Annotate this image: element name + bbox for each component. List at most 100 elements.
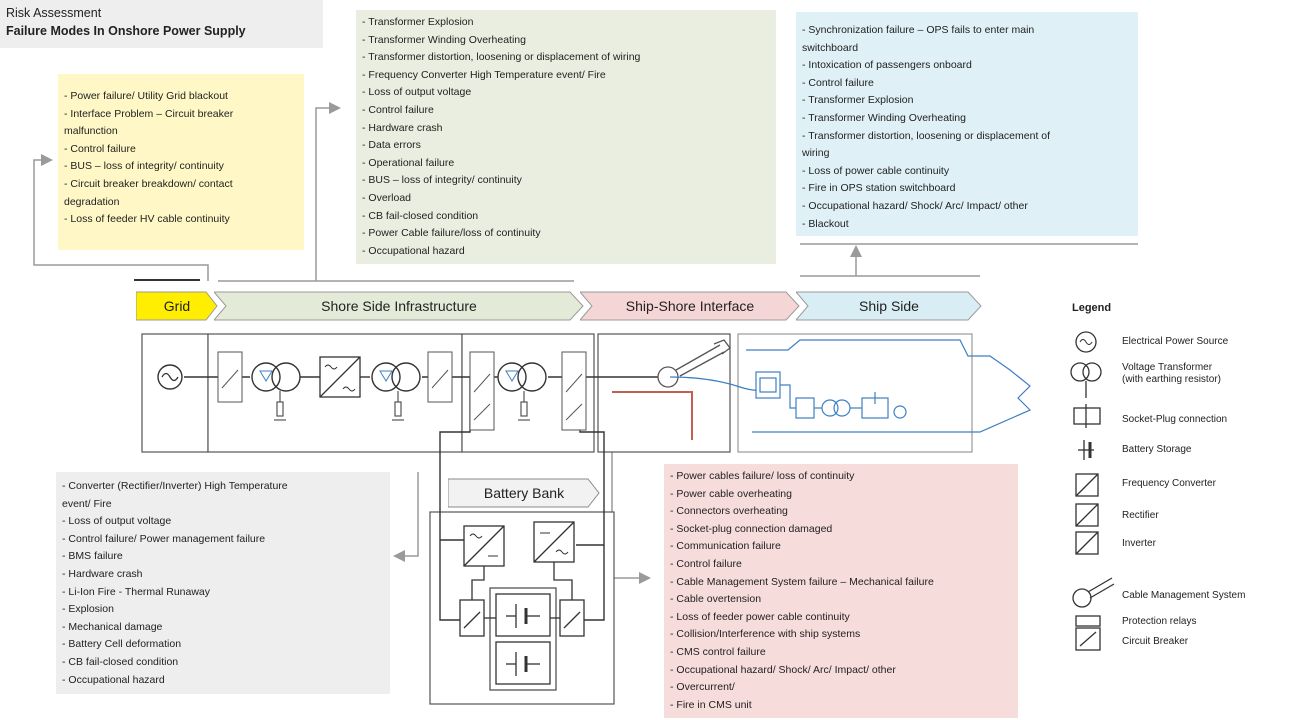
failure-item: - Circuit breaker breakdown/ contact (64, 177, 233, 190)
failure-item: - Loss of power cable continuity (802, 164, 950, 177)
failure-item: - Explosion (62, 603, 114, 616)
failure-item: switchboard (802, 41, 859, 54)
failure-item: - Transformer Winding Overheating (362, 33, 526, 46)
stage-battery: Battery Bank (448, 478, 600, 508)
circuit-breaker-icon (561, 351, 587, 431)
ship-failures-box: - Synchronization failure – OPS fails to… (796, 12, 1138, 236)
circuit-breaker-icon (427, 351, 453, 403)
failure-item: - CB fail-closed condition (362, 209, 479, 222)
frequency-converter-icon (319, 356, 361, 398)
failure-item: - Battery Cell deformation (62, 638, 182, 651)
failure-item: - Collision/Interference with ship syste… (670, 628, 861, 641)
failure-item: - Data errors (362, 139, 421, 152)
failure-item: - CB fail-closed condition (62, 655, 179, 668)
failure-item: - Intoxication of passengers onboard (802, 59, 972, 72)
circuit-breaker-icon (459, 599, 485, 637)
failure-item: - Transformer Explosion (362, 16, 474, 28)
header-subtitle: Risk Assessment (6, 6, 102, 20)
stage-grid-label: Grid (163, 298, 191, 314)
failure-item: - BUS – loss of integrity/ continuity (64, 160, 224, 173)
shore-failures-box: - Transformer Explosion - Transformer Win… (356, 10, 776, 264)
failure-item: - Transformer Winding Overheating (802, 111, 966, 124)
failure-item: wiring (802, 147, 830, 160)
legend-power-source-icon (1075, 331, 1097, 353)
interface-failures-box: - Power cables failure/ loss of continui… (664, 464, 1018, 718)
header-panel: Risk Assessment Failure Modes In Onshore… (0, 0, 323, 48)
legend-cable-management-icon (1072, 577, 1115, 608)
stage-shore-label: Shore Side Infrastructure (321, 298, 477, 314)
stage-battery-label: Battery Bank (483, 485, 565, 501)
stage-ship: Ship Side (796, 291, 982, 321)
grid-failures-box: - Power failure/ Utility Grid blackout - … (58, 74, 304, 250)
failure-item: - Transformer distortion, loosening or d… (802, 129, 1051, 142)
legend-frequency-converter-icon (1075, 473, 1099, 497)
interface-connector (611, 452, 651, 584)
failure-item: - Hardware crash (62, 567, 143, 580)
stage-interface-label: Ship-Shore Interface (625, 298, 755, 314)
failure-item: - Fire in CMS unit (670, 698, 752, 711)
failure-item: - Blackout (802, 217, 849, 230)
cable-management-icon (675, 344, 721, 371)
battery-connector (393, 472, 419, 562)
legend-battery-icon (1078, 440, 1094, 460)
battery-icon (506, 652, 540, 676)
legend-circuit-breaker-icon (1075, 627, 1101, 651)
transformer-icon (371, 362, 421, 392)
legend-socket-plug-icon (1073, 404, 1101, 428)
failure-item: - Li-Ion Fire - Thermal Runaway (62, 585, 211, 598)
legend-label-socket-plug: Socket-Plug connection (1122, 414, 1228, 425)
failure-item: - Overcurrent/ (670, 681, 735, 694)
failure-item: - Control failure (64, 142, 136, 155)
failure-item: - Loss of output voltage (362, 86, 472, 99)
failure-item: - Power failure/ Utility Grid blackout (64, 90, 228, 102)
legend-title: Legend (1072, 302, 1112, 314)
failure-item: - CMS control failure (670, 645, 766, 658)
legend-label-power-source: Electrical Power Source (1122, 336, 1229, 347)
failure-item: - Frequency Converter High Temperature e… (362, 68, 606, 81)
failure-item: - Connectors overheating (670, 505, 788, 518)
failure-item: - BMS failure (62, 550, 123, 563)
transformer-icon (251, 362, 301, 392)
stage-ship-label: Ship Side (859, 298, 919, 314)
stage-interface: Ship-Shore Interface (580, 291, 800, 321)
failure-item: - Control failure/ Power management fail… (62, 532, 266, 545)
failure-item: - Loss of feeder power cable continuity (670, 610, 850, 623)
battery-icon (506, 604, 540, 628)
failure-item: malfunction (64, 125, 118, 138)
failure-item: - Loss of feeder HV cable continuity (64, 213, 230, 226)
legend-label-frequency-converter: Frequency Converter (1122, 478, 1216, 489)
inverter-icon (533, 521, 575, 563)
power-source-icon (157, 364, 183, 390)
failure-item: - Occupational hazard/ Shock/ Arc/ Impac… (670, 663, 896, 676)
failure-item: - Communication failure (670, 540, 781, 553)
grid-connector (33, 154, 209, 281)
legend-label-cable-management: Cable Management System (1122, 590, 1246, 601)
battery-failures-box: - Converter (Rectifier/Inverter) High Te… (56, 472, 390, 694)
legend-protection-relay-icon (1075, 615, 1101, 627)
failure-item: - Overload (362, 191, 412, 204)
shore-connector (315, 102, 341, 281)
legend-label-circuit-breaker: Circuit Breaker (1122, 636, 1189, 647)
failure-item: - Control failure (670, 557, 742, 570)
failure-item: - Control failure (362, 103, 434, 116)
legend-transformer-icon (1070, 362, 1102, 398)
circuit-breaker-icon (559, 599, 585, 637)
failure-item: - Transformer Explosion (802, 94, 914, 107)
rectifier-icon (463, 525, 505, 567)
failure-item: - Fire in OPS station switchboard (802, 182, 956, 195)
legend-rectifier-icon (1075, 503, 1099, 527)
legend-label-rectifier: Rectifier (1122, 510, 1159, 521)
circuit-breaker-icon (469, 351, 495, 431)
failure-item: - Loss of output voltage (62, 515, 172, 528)
failure-item: - Socket-plug connection damaged (670, 522, 833, 535)
legend-label-transformer: Voltage Transformer (with earthing resis… (1122, 362, 1221, 385)
legend-label-protection-relay: Protection relays (1122, 616, 1197, 627)
failure-item: - Power Cable failure/loss of continuity (362, 227, 541, 240)
failure-item: - Occupational hazard (62, 673, 165, 686)
failure-item: - Occupational hazard (362, 244, 465, 257)
failure-item: - Occupational hazard/ Shock/ Arc/ Impac… (802, 199, 1028, 212)
stage-shore: Shore Side Infrastructure (214, 291, 584, 321)
failure-item: - Operational failure (362, 156, 455, 169)
legend-label-battery: Battery Storage (1122, 444, 1192, 455)
